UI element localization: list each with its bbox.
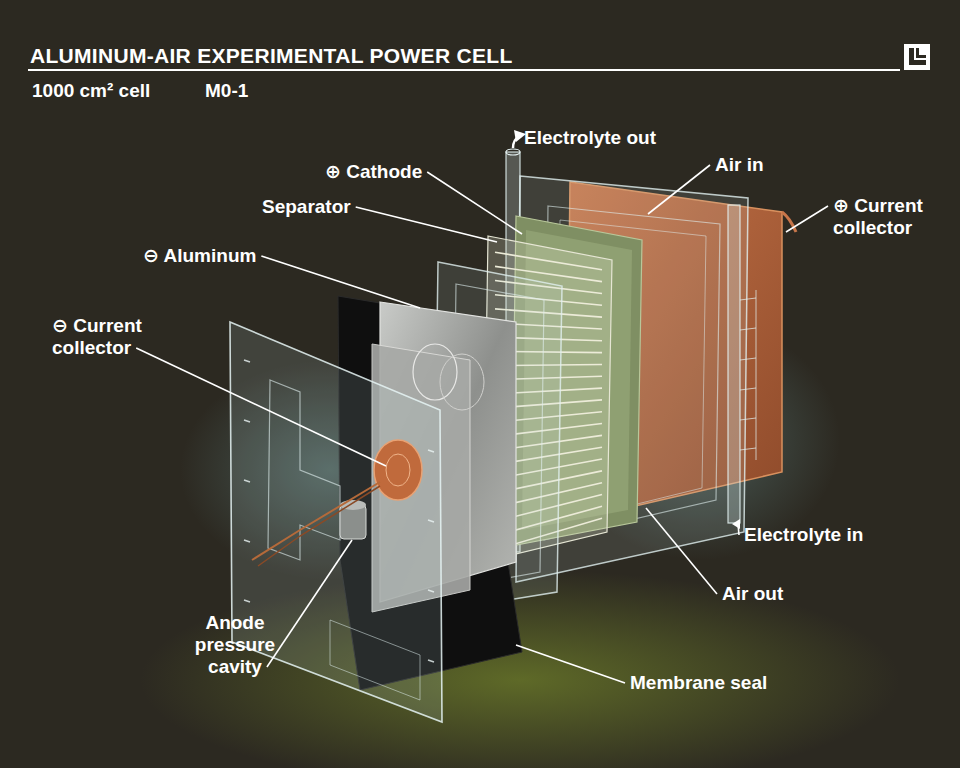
part-label: M0-1 — [205, 80, 248, 102]
leader-line — [261, 256, 420, 308]
leader-line — [267, 540, 352, 667]
part-label: Separator — [262, 196, 351, 218]
part-label: ⊕ Current collector — [833, 195, 953, 239]
leader-line — [516, 645, 625, 683]
part-label: Membrane seal — [630, 672, 767, 694]
part-label: Anode pressure cavity — [170, 612, 300, 678]
part-label: 1000 cm² cell — [32, 80, 150, 102]
part-label: ⊖ Aluminum — [143, 245, 256, 267]
arrowhead — [732, 519, 740, 529]
part-label: Air in — [715, 154, 764, 176]
part-label: ⊕ Cathode — [325, 161, 422, 183]
logo — [904, 44, 930, 70]
leader-line — [648, 165, 710, 214]
leader-line — [646, 508, 717, 594]
part-label: Electrolyte in — [744, 524, 863, 546]
leader-line — [786, 206, 828, 232]
leader-line — [356, 207, 497, 242]
part-label: Air out — [722, 583, 783, 605]
leader-line — [427, 172, 522, 234]
leader-line — [738, 524, 739, 535]
part-label: ⊖ Current collector — [52, 315, 177, 359]
leader-line — [136, 348, 386, 466]
part-label: Electrolyte out — [524, 127, 656, 149]
title: ALUMINUM-AIR EXPERIMENTAL POWER CELL — [30, 44, 513, 68]
